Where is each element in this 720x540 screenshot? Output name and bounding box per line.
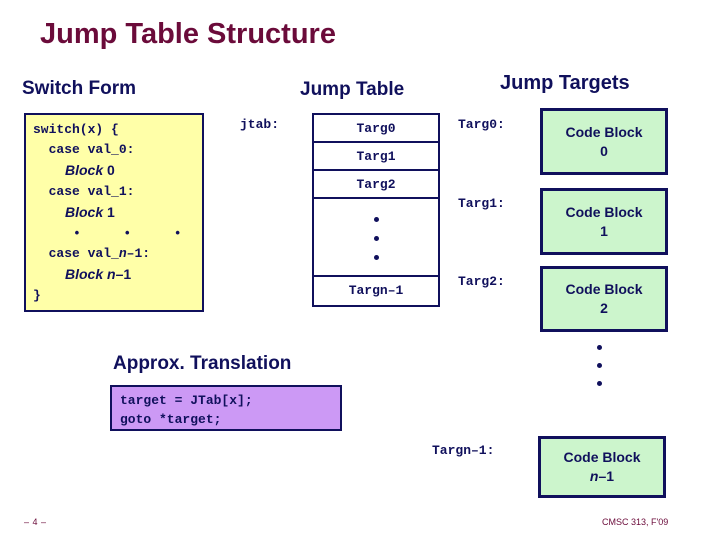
code-block-num-0: 0 [107, 162, 115, 178]
code-line-7-n: n [118, 246, 127, 261]
code-block-title: Code Block [565, 203, 643, 220]
jump-table-row-ellipsis [314, 199, 438, 277]
target-label-2: Targ2: [458, 274, 505, 289]
jump-table-row: Targ0 [314, 115, 438, 143]
code-block-n: Code Block n–1 [538, 436, 666, 498]
approx-translation-code: target = JTab[x]; goto *target; [120, 391, 253, 429]
code-block-label-1: Block [65, 204, 104, 220]
section-heading-jump-table: Jump Table [300, 79, 405, 100]
approx-line-1: target = JTab[x]; [120, 393, 253, 408]
dot-icon [597, 345, 602, 350]
code-block-0: Code Block 0 [540, 108, 668, 175]
code-block-1: Code Block 1 [540, 188, 668, 255]
ellipsis-vertical [314, 201, 438, 275]
code-block-number-post: –1 [598, 468, 615, 484]
footer-course-label: CMSC 313, F'09 [602, 517, 669, 527]
code-block-num-n-post: –1 [115, 266, 132, 282]
jump-table-row: Targ2 [314, 171, 438, 199]
target-label-0: Targ0: [458, 117, 505, 132]
code-line-1: switch(x) { [33, 122, 119, 137]
dot-icon [373, 235, 379, 241]
dot-icon [373, 254, 379, 260]
code-block-title: Code Block [563, 449, 641, 465]
section-heading-jump-targets: Jump Targets [500, 72, 630, 94]
jtab-label: jtab: [240, 117, 280, 132]
section-heading-switch-form: Switch Form [22, 78, 137, 99]
code-block-2: Code Block 2 [540, 266, 668, 332]
code-block-number: 1 [600, 222, 608, 239]
switch-form-code-box: switch(x) { case val_0: Block 0 case val… [24, 113, 204, 312]
dot-icon [373, 216, 379, 222]
footer-page-number: – 4 – [24, 517, 47, 527]
code-line-2: case val_0: [33, 142, 135, 157]
ellipsis-horizontal: • • • [73, 226, 191, 241]
jump-table-row: Targ1 [314, 143, 438, 171]
code-block-number: 0 [600, 142, 608, 159]
code-block-number-n: n [589, 468, 599, 484]
code-line-9: } [33, 288, 41, 303]
code-line-4: case val_1: [33, 184, 135, 199]
code-block-num-n: n [107, 266, 116, 282]
jump-table-row: Targn–1 [348, 283, 404, 298]
switch-form-code: switch(x) { case val_0: Block 0 case val… [33, 120, 191, 306]
ellipsis-vertical-targets [597, 345, 602, 386]
dot-icon [597, 363, 602, 368]
code-block-label-0: Block [65, 162, 104, 178]
target-label-1: Targ1: [458, 196, 505, 211]
code-block-number: 2 [600, 300, 608, 316]
page-title: Jump Table Structure [40, 18, 336, 50]
code-block-num-1: 1 [107, 204, 115, 220]
approx-translation-code-box: target = JTab[x]; goto *target; [110, 385, 342, 431]
code-line-7-pre: case val_ [33, 246, 119, 261]
code-block-title: Code Block [565, 123, 643, 140]
approx-line-2: goto *target; [120, 412, 222, 427]
code-line-7-post: –1: [126, 246, 151, 261]
target-label-n: Targn–1: [432, 443, 495, 458]
jump-table: Targ0 Targ1 Targ2 Targn–1 [312, 113, 440, 307]
section-heading-approx-translation: Approx. Translation [113, 353, 292, 374]
dot-icon [597, 381, 602, 386]
code-block-number: n–1 [590, 467, 614, 486]
code-block-title: Code Block [565, 281, 643, 297]
code-block-label-n: Block [65, 266, 104, 282]
